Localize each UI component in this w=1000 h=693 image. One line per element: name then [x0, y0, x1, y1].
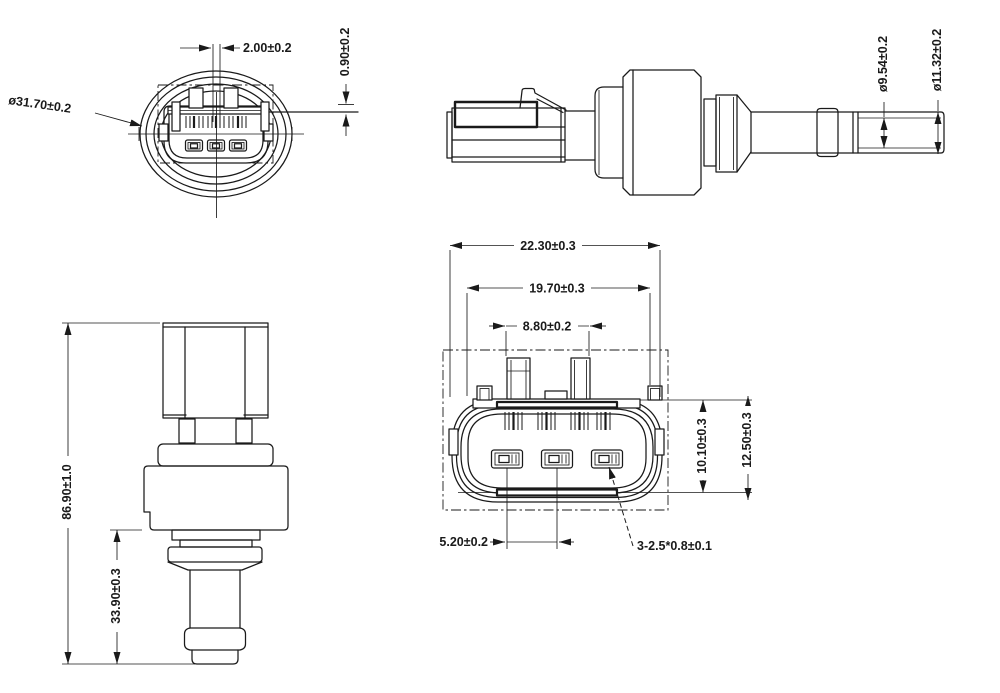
elevation-geometry: [143, 322, 289, 665]
dim-pin-spec: 3-2.5*0.8±0.1: [608, 466, 712, 553]
dim-label-slot-width: 2.00±0.2: [243, 41, 292, 55]
dim-port-length: 33.90±0.3: [109, 529, 142, 664]
front-hatch-strip: [185, 116, 247, 128]
dim-barb-dia: ø11.32±0.2: [930, 29, 944, 154]
dim-label-port-length: 33.90±0.3: [109, 568, 123, 624]
dim-overall-height: 86.90±1.0: [60, 322, 195, 665]
connector-terminals: [490, 449, 624, 469]
connector-hatch-strip: [504, 412, 611, 430]
side-latch: [519, 87, 567, 111]
dim-label-pin-spec: 3-2.5*0.8±0.1: [637, 539, 712, 553]
front-view-geometry: [128, 44, 359, 218]
front-right-post: [223, 87, 239, 109]
dim-label-outer-dia: ø31.70±0.2: [8, 93, 73, 116]
elev-oring-bulge: [183, 627, 247, 651]
connector-detail-view: 22.30±0.3 19.70±0.3 8.80±0.2 10.10±0.3: [439, 239, 755, 553]
dim-label-height-inner: 10.10±0.3: [695, 418, 709, 474]
side-view: ø9.54±0.2 ø11.32±0.2: [446, 29, 945, 196]
dim-label-width-outer: 22.30±0.3: [520, 239, 576, 253]
connector-left-rib: [448, 428, 459, 456]
dim-pin-pitch: 5.20±0.2: [439, 468, 574, 549]
front-left-tab: [171, 101, 181, 132]
vertical-elevation-view: 86.90±1.0 33.90±0.3: [60, 322, 289, 665]
dim-label-key-span: 8.80±0.2: [523, 320, 572, 334]
connector-right-rib: [654, 428, 665, 456]
elev-body: [143, 465, 289, 531]
dim-slot-width: 2.00±0.2: [180, 41, 292, 55]
connector-front-view: 2.00±0.2 0.90±0.2 ø31.70±0.2: [8, 28, 359, 218]
front-right-tab: [260, 101, 270, 132]
dim-outer-dia: ø31.70±0.2: [8, 93, 143, 127]
front-left-rib: [158, 123, 169, 142]
connector-right-key-post: [570, 357, 591, 400]
connector-left-key-post: [506, 357, 531, 400]
dim-label-tab-gap: 0.90±0.2: [338, 28, 352, 77]
dim-width-inner: 19.70±0.3: [466, 282, 651, 396]
elev-collar: [157, 443, 274, 467]
dim-label-width-inner: 19.70±0.3: [529, 282, 585, 296]
front-terminals: [184, 139, 248, 152]
side-hex-body: [622, 69, 702, 196]
dim-height-outer: 12.50±0.3: [740, 396, 755, 500]
side-oring-bulge: [816, 107, 839, 158]
front-left-post: [188, 87, 204, 109]
dim-label-pin-pitch: 5.20±0.2: [439, 535, 488, 549]
dim-label-height-outer: 12.50±0.3: [740, 412, 754, 468]
elev-connector-shroud: [162, 322, 269, 419]
dim-label-barb-dia: ø11.32±0.2: [930, 29, 944, 92]
dim-port-dia: ø9.54±0.2: [876, 36, 890, 148]
dim-label-port-dia: ø9.54±0.2: [876, 36, 890, 92]
dim-label-overall-height: 86.90±1.0: [60, 464, 74, 520]
dim-tab-gap: 0.90±0.2: [338, 28, 354, 136]
dim-key-span: 8.80±0.2: [489, 320, 606, 356]
dim-height-inner: 10.10±0.3: [695, 400, 710, 493]
side-view-geometry: [446, 69, 945, 196]
dim-width-outer: 22.30±0.3: [449, 239, 661, 397]
